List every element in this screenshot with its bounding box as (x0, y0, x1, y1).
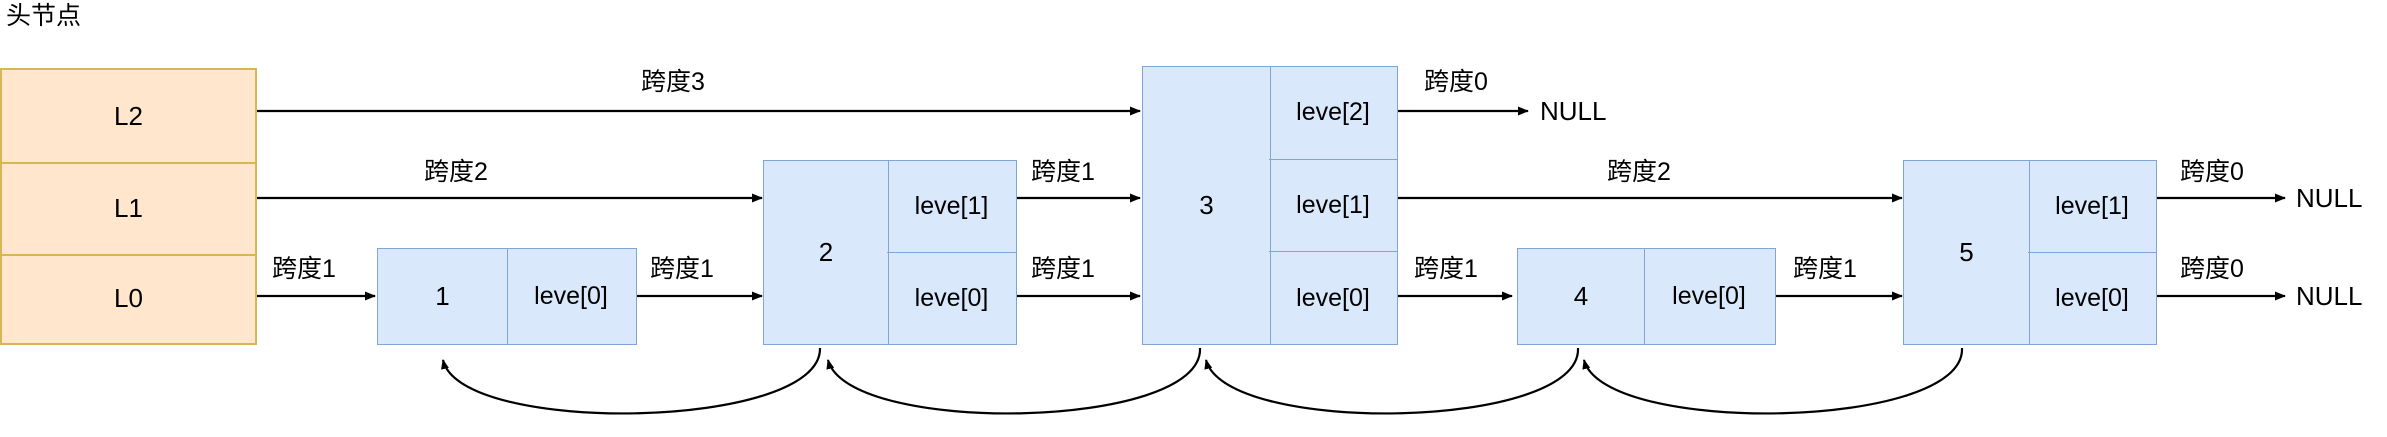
span-label-node3-l2-to-null: 跨度0 (1424, 68, 1488, 96)
null-label-l0: NULL (2296, 281, 2363, 311)
head-divider-2 (2, 254, 255, 256)
node-4-level-0: leve[0] (1672, 282, 1746, 310)
head-level-l1: L1 (114, 192, 143, 223)
head-node[interactable]: L2 L1 L0 (0, 68, 257, 345)
back-arrow-node5-to-node4 (1582, 347, 1964, 415)
span-label-node2-l0-to-node3: 跨度1 (1031, 255, 1095, 283)
node-1-key: 1 (378, 249, 508, 344)
span-label-head-l2-to-node3: 跨度3 (641, 68, 705, 96)
node-1[interactable]: 1 leve[0] (377, 248, 637, 345)
span-label-node2-l1-to-node3: 跨度1 (1031, 158, 1095, 186)
span-label-node1-l0-to-node2: 跨度1 (650, 255, 714, 283)
null-label-l1: NULL (2296, 183, 2363, 213)
node-1-level-0: leve[0] (534, 282, 608, 310)
span-label-node5-l0-to-null: 跨度0 (2180, 255, 2244, 283)
node-2-level-1: leve[1] (914, 192, 989, 220)
head-node-title: 头节点 (6, 2, 82, 30)
node-3-level-2: leve[2] (1296, 98, 1370, 127)
node-5[interactable]: 5 leve[1] leve[0] (1903, 160, 2157, 345)
node-3[interactable]: 3 leve[2] leve[1] leve[0] (1142, 66, 1398, 345)
span-label-node4-l0-to-node5: 跨度1 (1793, 255, 1857, 283)
node-3-level-0: leve[0] (1269, 251, 1397, 344)
node-5-level-0: leve[0] (2028, 252, 2156, 344)
node-4-key: 4 (1518, 249, 1645, 344)
head-divider-1 (2, 162, 255, 164)
head-level-l2: L2 (114, 100, 143, 131)
node-3-level-1: leve[1] (1269, 158, 1397, 252)
node-2[interactable]: 2 leve[1] leve[0] (763, 160, 1017, 345)
span-label-node3-l0-to-node4: 跨度1 (1414, 255, 1478, 283)
node-2-level-0: leve[0] (887, 252, 1016, 344)
null-label-l2: NULL (1540, 96, 1607, 126)
node-3-key: 3 (1143, 67, 1271, 344)
span-label-node3-l1-to-node5: 跨度2 (1607, 158, 1671, 186)
node-5-key: 5 (1904, 161, 2030, 344)
back-arrow-node4-to-node3 (1204, 347, 1580, 415)
node-2-key: 2 (764, 161, 889, 344)
span-label-head-l0-to-node1: 跨度1 (272, 255, 336, 283)
span-label-head-l1-to-node2: 跨度2 (424, 158, 488, 186)
span-label-node5-l1-to-null: 跨度0 (2180, 158, 2244, 186)
back-arrow-node2-to-node1 (441, 347, 822, 415)
head-level-l0: L0 (114, 283, 143, 313)
node-4[interactable]: 4 leve[0] (1517, 248, 1776, 345)
back-arrow-node3-to-node2 (826, 347, 1202, 415)
node-5-level-1: leve[1] (2055, 192, 2129, 220)
